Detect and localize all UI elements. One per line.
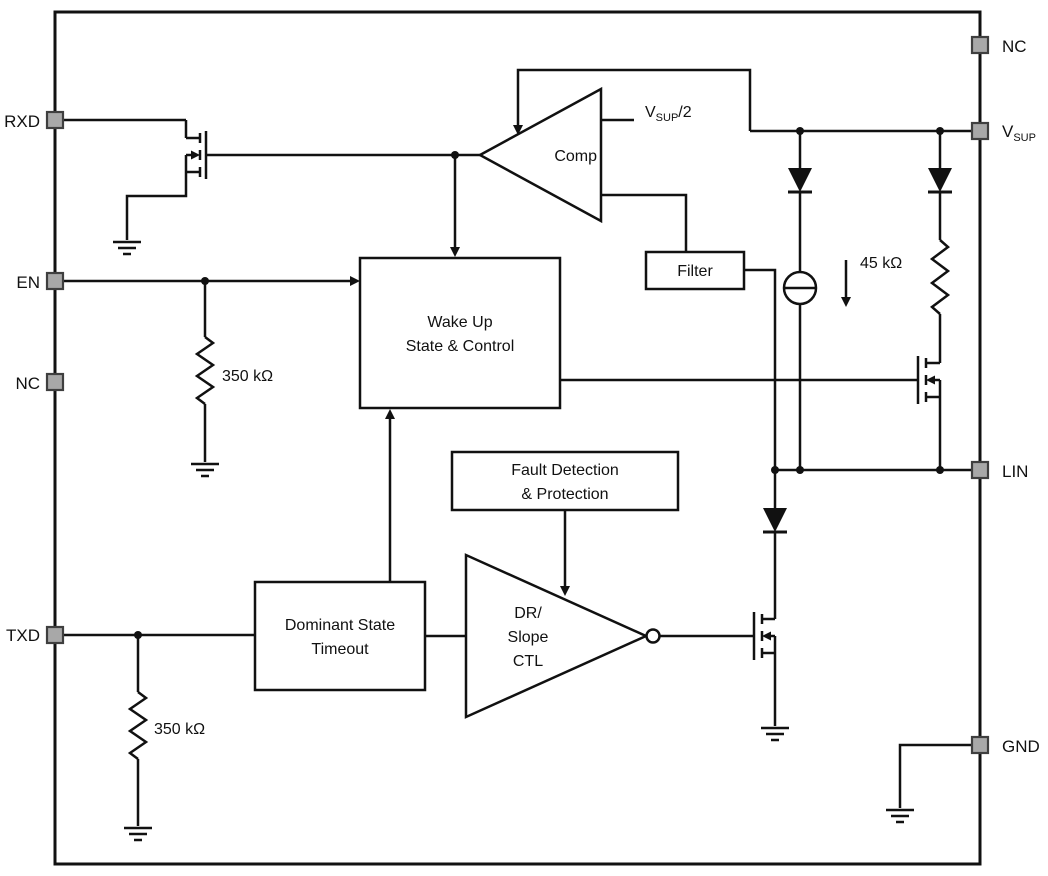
driver-label-line2: Slope (508, 629, 549, 646)
diode-lin-driver (763, 508, 787, 534)
pin-labels: NC VSUP LIN GND RXD EN NC TXD (4, 37, 1040, 756)
comparator-label: Comp (554, 148, 597, 165)
diode-1-icon (788, 168, 812, 192)
filter-box (644, 250, 746, 291)
resistor-pullup-branch: 45 kΩ (860, 168, 952, 315)
mosfet-switch-body-arrow-icon (926, 375, 935, 385)
dominant-box (253, 580, 427, 692)
driver-triangle (464, 553, 650, 719)
dominant-label-line1: Dominant State (285, 617, 395, 634)
pin-label-txd: TXD (6, 626, 40, 645)
mosfet-rxd-body-arrow-icon (191, 150, 200, 160)
inverter-bubble-icon (645, 628, 661, 644)
vsup-half-label: VSUP/2 (645, 104, 692, 124)
pin-label-en: EN (16, 273, 40, 292)
mosfet-lin-switch (916, 314, 942, 470)
resistor-lin-zigzag (929, 239, 951, 315)
resistor-txd-zigzag (127, 691, 149, 760)
pin-label-vsup: VSUP (1002, 122, 1036, 144)
arrow-fault-into-driver-icon (560, 586, 570, 596)
pin-label-nc-top: NC (1002, 37, 1027, 56)
pin-txd (45, 625, 65, 645)
pin-nc-left (45, 372, 65, 392)
junction-vsup-1 (796, 127, 804, 135)
arrow-into-wakeup-bottom-icon (385, 409, 395, 419)
fault-block: Fault Detection & Protection (450, 450, 680, 512)
pin-en (45, 271, 65, 291)
vsup-half-main: V (645, 104, 656, 121)
resistor-en: 350 kΩ (194, 336, 273, 405)
driver-buffer: DR/ Slope CTL (464, 553, 661, 719)
wake-up-block: Wake Up State & Control (358, 256, 562, 410)
vsup-half-suffix: /2 (678, 104, 691, 121)
wires (64, 68, 971, 826)
wake-up-label-line2: State & Control (406, 338, 515, 355)
mosfet-lin-driver (752, 532, 777, 726)
junction-vsup-2 (936, 127, 944, 135)
pin-label-vsup-main: V (1002, 122, 1014, 141)
wake-up-label-line1: Wake Up (427, 314, 492, 331)
diode-2-icon (928, 168, 952, 192)
mosfet-rxd (125, 120, 208, 240)
arrow-into-comp-icon (513, 125, 523, 135)
fault-label-line2: & Protection (521, 486, 608, 503)
pin-vsup (970, 121, 990, 141)
resistor-en-label: 350 kΩ (222, 368, 273, 385)
arrow-into-wakeup-top-icon (450, 247, 460, 257)
wire-gnd-pin (898, 743, 971, 808)
pin-label-rxd: RXD (4, 112, 40, 131)
junction-en (201, 277, 209, 285)
pin-label-gnd: GND (1002, 737, 1040, 756)
junction-lin-2 (796, 466, 804, 474)
diode-3-icon (763, 508, 787, 532)
comparator: Comp (477, 86, 603, 224)
resistor-txd-label: 350 kΩ (154, 721, 205, 738)
wire-filter-to-comp (601, 193, 688, 252)
fault-label-line1: Fault Detection (511, 462, 619, 479)
filter-block: Filter (644, 250, 746, 291)
pin-label-lin: LIN (1002, 462, 1028, 481)
junction-lin-1 (771, 466, 779, 474)
arrow-en-into-wakeup-icon (350, 276, 360, 286)
junction-comp-out (451, 151, 459, 159)
driver-label-line3: CTL (513, 653, 543, 670)
ground-symbol-en (191, 462, 219, 478)
vsup-half-sub: SUP (656, 112, 679, 124)
ground-symbol-rxd (113, 240, 141, 256)
ground-symbol-txd (124, 826, 152, 842)
wire-lin-to-filter (744, 268, 777, 470)
junction-txd (134, 631, 142, 639)
diode-current-source-branch (782, 168, 851, 307)
filter-label: Filter (677, 263, 713, 280)
junction-dots (134, 127, 944, 639)
resistor-en-zigzag (194, 336, 216, 405)
wire-comp-feedback (516, 68, 752, 131)
ground-symbol-driver (761, 726, 789, 742)
pin-gnd (970, 735, 990, 755)
chip-boundary (53, 10, 982, 866)
dominant-block: Dominant State Timeout (253, 580, 427, 692)
pins (45, 35, 990, 755)
mosfet-driver-body-arrow-icon (762, 631, 771, 641)
dominant-label-line2: Timeout (311, 641, 369, 658)
fault-box (450, 450, 680, 512)
driver-label-line1: DR/ (514, 605, 542, 622)
pin-nc-top (970, 35, 990, 55)
pin-lin (970, 460, 990, 480)
pin-label-nc-left: NC (15, 374, 40, 393)
comparator-triangle (477, 86, 603, 224)
resistor-lin-label: 45 kΩ (860, 255, 902, 272)
pin-label-vsup-sub: SUP (1013, 132, 1036, 144)
wake-up-box (358, 256, 562, 410)
current-direction-arrow-icon (841, 297, 851, 307)
mosfet-rxd-leads (125, 120, 188, 240)
arrowheads (350, 125, 570, 596)
resistor-txd: 350 kΩ (127, 691, 205, 760)
ground-symbol-gnd-pin (886, 808, 914, 824)
pin-rxd (45, 110, 65, 130)
